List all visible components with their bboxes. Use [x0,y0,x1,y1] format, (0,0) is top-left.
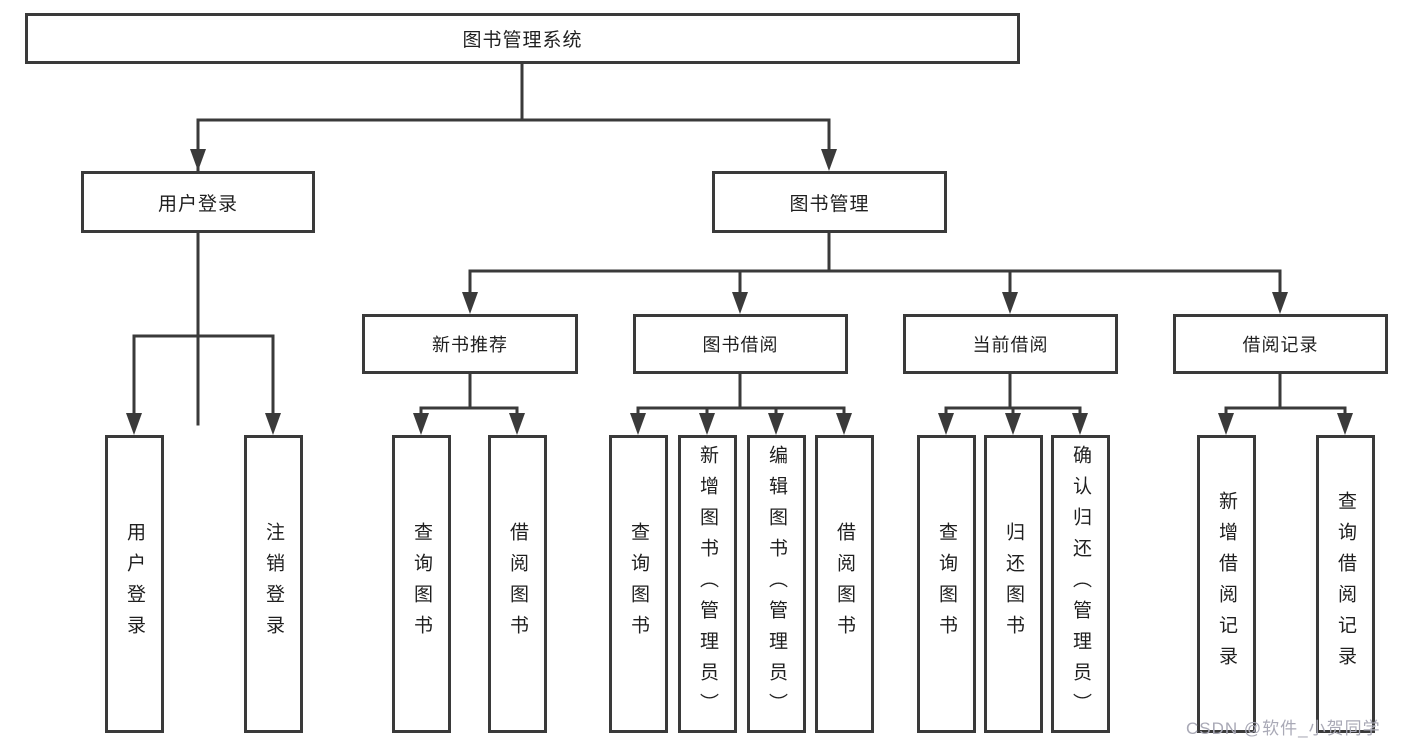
leaf-query-borrow-record: 查询借阅记录 [1316,435,1375,733]
arrow-down-icon [768,413,784,435]
node-new-book-recommend: 新书推荐 [362,314,578,374]
arrow-down-icon [265,413,281,435]
leaf-logout: 注销登录 [244,435,303,733]
connector-user-login [132,231,275,428]
node-user-login: 用户登录 [81,171,315,233]
arrow-down-icon [836,413,852,435]
arrow-down-icon [732,292,748,314]
arrow-down-icon [1072,413,1088,435]
arrow-down-icon [126,413,142,435]
leaf-borrow-books-recommend: 借阅图书 [488,435,547,733]
arrow-down-icon [1005,413,1021,435]
arrow-down-icon [413,413,429,435]
leaf-return-book: 归还图书 [984,435,1043,733]
arrow-down-icon [630,413,646,435]
leaf-add-borrow-record: 新增借阅记录 [1197,435,1256,733]
leaf-query-books-current: 查询图书 [917,435,976,733]
arrow-down-icon [1337,413,1353,435]
node-book-borrow: 图书借阅 [633,314,848,374]
leaf-query-books-borrow: 查询图书 [609,435,668,733]
connector-book-management [468,231,1282,307]
arrow-down-icon [462,292,478,314]
arrow-down-icon [1218,413,1234,435]
arrow-down-icon [938,413,954,435]
connector-book-borrow [636,372,846,428]
leaf-confirm-return-admin: 确认归还（管理员） [1051,435,1110,733]
node-library-system: 图书管理系统 [25,13,1020,64]
arrow-down-icon [1002,292,1018,314]
watermark: CSDN @软件_小贺同学 [1186,719,1381,738]
leaf-user-login: 用户登录 [105,435,164,733]
connector-root [196,62,831,426]
arrowheads [126,149,1353,435]
leaf-edit-book-admin: 编辑图书（管理员） [747,435,806,733]
node-borrow-records: 借阅记录 [1173,314,1388,374]
arrow-down-icon [190,149,206,171]
leaf-add-book-admin: 新增图书（管理员） [678,435,737,733]
leaf-borrow-books: 借阅图书 [815,435,874,733]
node-book-management: 图书管理 [712,171,947,233]
node-current-borrow: 当前借阅 [903,314,1118,374]
arrow-down-icon [821,149,837,171]
arrow-down-icon [699,413,715,435]
connector-new-book-recommend [419,372,519,428]
leaf-query-books-recommend: 查询图书 [392,435,451,733]
arrow-down-icon [1272,292,1288,314]
connector-borrow-records [1224,372,1347,428]
arrow-down-icon [509,413,525,435]
